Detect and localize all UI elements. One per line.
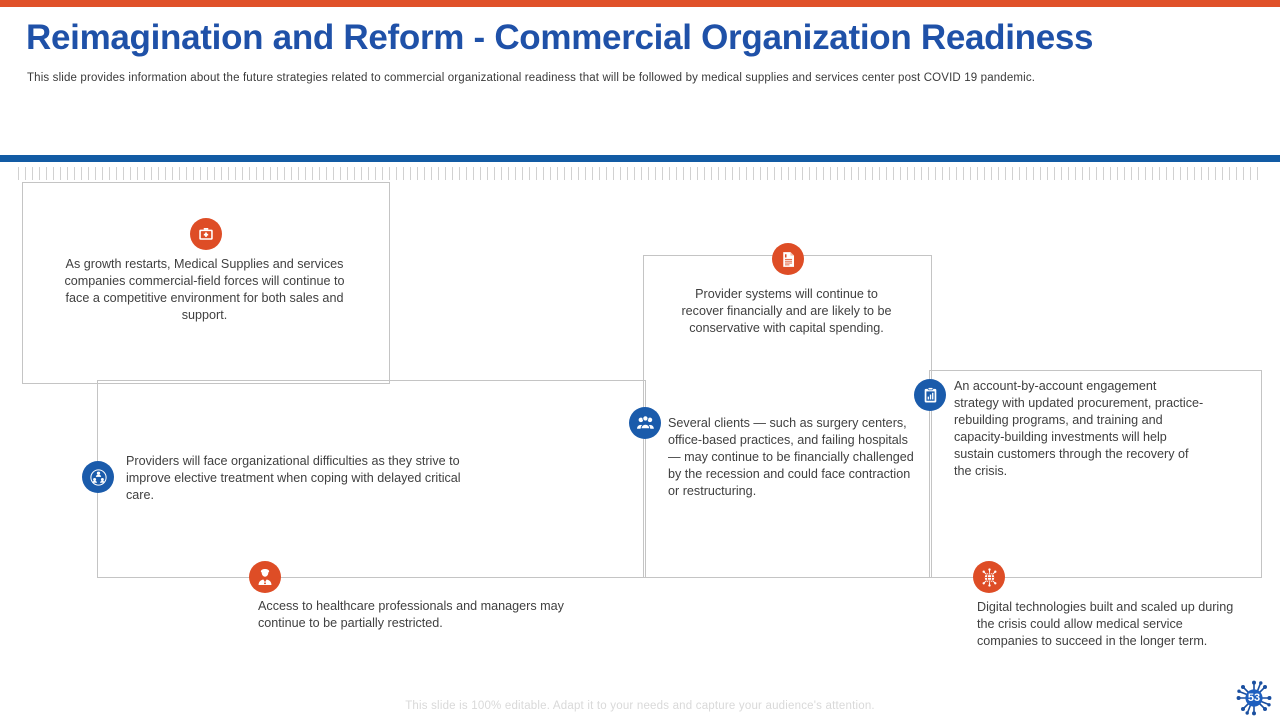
page-number-label: 53	[1247, 692, 1261, 704]
people-network-icon	[82, 461, 114, 493]
block-text-several-clients: Several clients — such as surgery center…	[668, 416, 914, 498]
ruler-tick-strip	[18, 167, 1262, 180]
block-text-access-restricted: Access to healthcare professionals and m…	[258, 599, 564, 630]
section-divider	[0, 155, 1280, 162]
first-aid-kit-icon	[190, 218, 222, 250]
block-text-providers-difficulties: Providers will face organizational diffi…	[126, 454, 461, 502]
page-title: Reimagination and Reform - Commercial Or…	[26, 18, 1094, 57]
page-number-badge: 53	[1234, 678, 1274, 718]
page-subtitle: This slide provides information about th…	[27, 72, 1036, 84]
connector-frame-4	[929, 370, 1262, 578]
top-accent-bar	[0, 0, 1280, 7]
block-text-digital-technologies: Digital technologies built and scaled up…	[977, 600, 1234, 648]
block-text-provider-systems-recover: Provider systems will continue to recove…	[681, 287, 892, 335]
clipboard-chart-icon	[914, 379, 946, 411]
doctor-icon	[249, 561, 281, 593]
block-text-account-engagement: An account-by-account engagement strateg…	[954, 379, 1204, 478]
connector-frame-1	[22, 182, 390, 384]
block-text-growth-restarts: As growth restarts, Medical Supplies and…	[64, 257, 345, 322]
footer-note: This slide is 100% editable. Adapt it to…	[405, 700, 875, 712]
globe-network-icon	[973, 561, 1005, 593]
document-invoice-icon	[772, 243, 804, 275]
group-people-icon	[629, 407, 661, 439]
